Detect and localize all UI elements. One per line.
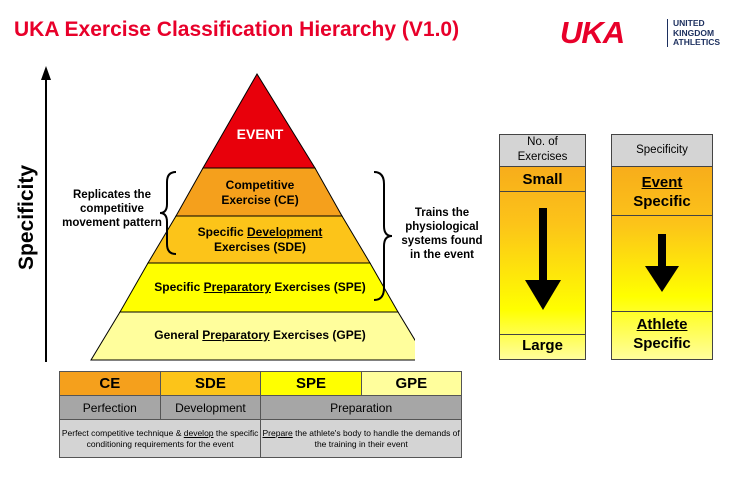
specificity-axis-label: Specificity — [15, 164, 38, 270]
specificity-column: Specificity Event Specific Athlete Speci… — [611, 134, 713, 360]
uka-logo: UKA UNITED KINGDOM ATHLETICS — [560, 16, 730, 50]
specificity-column-bottom-line: Specific — [633, 335, 691, 352]
right-note: Trains the physiological systems found i… — [401, 207, 483, 261]
layer-label-sde: Specific Development Exercises (SDE) — [165, 225, 355, 255]
specificity-column-top-line: Specific — [633, 193, 691, 210]
layer-text: Exercises (GPE) — [269, 328, 366, 342]
layer-text-underlined: Preparatory — [202, 328, 270, 342]
specificity-column-top: Event Specific — [612, 173, 712, 211]
layer-label-ce-line: Competitive — [225, 178, 295, 192]
left-bracket — [159, 171, 177, 255]
down-arrow-icon — [645, 234, 679, 292]
layer-label-sde-line: Exercises (SDE) — [213, 240, 307, 254]
logo-text: UNITED KINGDOM ATHLETICS — [673, 18, 721, 48]
table-code-gpe: GPE — [360, 371, 463, 396]
down-arrow-icon — [525, 208, 561, 310]
layer-label-sde-line: Specific Development — [165, 225, 355, 240]
table-code-ce: CE — [59, 371, 161, 396]
layer-label-gpe: General Preparatory Exercises (GPE) — [110, 328, 410, 343]
specificity-column-divider — [612, 215, 712, 216]
specificity-column-bottom-line: Athlete — [636, 316, 688, 333]
desc-text: the specific conditioning requirements f… — [86, 427, 259, 449]
right-bracket — [373, 171, 393, 301]
layer-label-event: EVENT — [236, 126, 284, 142]
logo-text-line: ATHLETICS — [673, 37, 721, 47]
specificity-axis-arrow — [41, 66, 51, 362]
desc-text-underlined: Prepare — [262, 427, 293, 438]
classification-table: CE SDE SPE GPE Perfection Development Pr… — [58, 371, 463, 458]
exercises-column-divider — [500, 334, 585, 335]
logo-text-line: KINGDOM — [673, 27, 715, 38]
exercises-column-header: No. of Exercises — [500, 135, 585, 167]
layer-text: Specific — [154, 280, 204, 294]
pyramid-layer-event — [202, 73, 316, 169]
table-role-preparation: Preparation — [260, 395, 462, 420]
exercises-column-header-text: No. of Exercises — [517, 136, 568, 163]
logo-mark: UKA — [560, 15, 625, 50]
hierarchy-pyramid — [90, 73, 415, 361]
pyramid-layer-gpe — [90, 311, 415, 361]
specificity-column-divider — [612, 311, 712, 312]
table-role-development: Development — [159, 395, 262, 420]
table-code-spe: SPE — [260, 371, 362, 396]
layer-text: Specific — [197, 225, 247, 239]
layer-label-ce: Competitive Exercise (CE) — [190, 178, 330, 208]
layer-label-ce-line: Exercise (CE) — [221, 193, 299, 207]
table-code-sde: SDE — [159, 371, 262, 396]
left-note: Replicates the competitive movement patt… — [62, 189, 162, 229]
layer-text: General — [154, 328, 203, 342]
exercises-column-divider — [500, 191, 585, 192]
page-title: UKA Exercise Classification Hierarchy (V… — [14, 18, 460, 41]
desc-text: Perfect competitive technique & — [61, 427, 184, 438]
specificity-column-top-line: Event — [641, 174, 683, 191]
exercises-column-top: Small — [522, 171, 563, 188]
exercises-column-bottom: Large — [522, 337, 563, 354]
table-role-perfection: Perfection — [59, 395, 161, 420]
table-desc-left: Perfect competitive technique & develop … — [58, 419, 262, 458]
logo-divider — [667, 19, 668, 47]
desc-text-underlined: develop — [183, 427, 214, 438]
table-desc-right: Prepare the athlete's body to handle the… — [260, 419, 462, 458]
layer-text-underlined: Preparatory — [203, 280, 271, 294]
layer-text-underlined: Development — [247, 225, 323, 239]
exercises-column: No. of Exercises Small Large — [499, 134, 586, 360]
layer-label-spe: Specific Preparatory Exercises (SPE) — [125, 280, 395, 295]
logo-text-line: UNITED — [673, 18, 705, 28]
layer-text: Exercises (SPE) — [271, 280, 366, 294]
specificity-column-bottom: Athlete Specific — [612, 315, 712, 353]
specificity-column-header: Specificity — [612, 135, 712, 167]
desc-text: the athlete's body to handle the demands… — [292, 427, 460, 449]
